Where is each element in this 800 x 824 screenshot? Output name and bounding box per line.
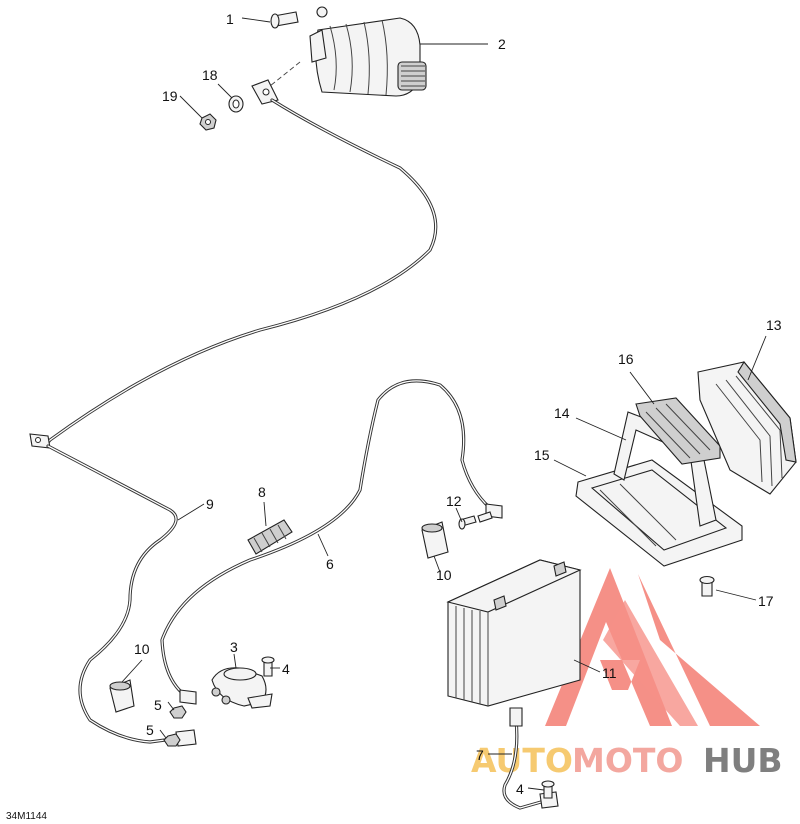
diagram-reference-code: 34M1144 <box>6 811 47 822</box>
callout-5b: 5 <box>146 722 154 738</box>
callout-12: 12 <box>446 493 462 509</box>
nut-5-icon <box>169 705 187 719</box>
nut-19-icon <box>199 113 217 131</box>
solenoid-3 <box>211 667 273 709</box>
bolt-1-icon <box>270 11 299 29</box>
callout-10b: 10 <box>436 567 452 583</box>
callout-15: 15 <box>534 447 550 463</box>
callout-1: 1 <box>226 11 234 27</box>
callout-16: 16 <box>618 351 634 367</box>
watermark-auto: AUTO <box>471 741 573 780</box>
screw-4-icon <box>261 656 275 677</box>
callout-17: 17 <box>758 593 774 609</box>
watermark-triangle-icon <box>545 568 760 726</box>
callout-19: 19 <box>162 88 178 104</box>
callout-3: 3 <box>230 639 238 655</box>
watermark-logo: AUTO MOTO HUB <box>471 568 783 780</box>
callout-6: 6 <box>326 556 334 572</box>
battery-11 <box>446 559 582 707</box>
callout-numbers: 1 2 19 18 13 16 14 15 12 8 9 6 10 3 4 5 … <box>134 11 782 797</box>
callout-9: 9 <box>206 496 214 512</box>
screw-12-icon <box>458 511 493 530</box>
leader-lines <box>121 17 767 791</box>
callout-8: 8 <box>258 484 266 500</box>
nut-5b-icon <box>163 733 181 747</box>
callout-11: 11 <box>602 665 617 681</box>
cap-10b-icon <box>421 521 449 559</box>
callout-4b: 4 <box>516 781 524 797</box>
battery-cover-13 <box>697 361 797 495</box>
battery-tray-15 <box>575 459 743 567</box>
starter-motor <box>251 6 427 105</box>
callout-13: 13 <box>766 317 782 333</box>
callout-10: 10 <box>134 641 150 657</box>
callout-7: 7 <box>476 747 484 763</box>
screw-4b-icon <box>541 780 555 799</box>
boot-8-icon <box>247 519 293 555</box>
strap-16 <box>635 397 721 465</box>
callout-18: 18 <box>202 67 218 83</box>
watermark-hub: HUB <box>703 741 783 780</box>
callout-2: 2 <box>498 36 506 52</box>
callout-4: 4 <box>282 661 290 677</box>
washer-18-icon <box>228 95 244 113</box>
cable-6 <box>160 379 503 705</box>
cable-9 <box>29 98 438 747</box>
cap-10-icon <box>109 679 135 713</box>
watermark-moto: MOTO <box>572 741 683 780</box>
callout-14: 14 <box>554 405 570 421</box>
callout-5: 5 <box>154 697 162 713</box>
bolt-17-icon <box>699 575 715 597</box>
